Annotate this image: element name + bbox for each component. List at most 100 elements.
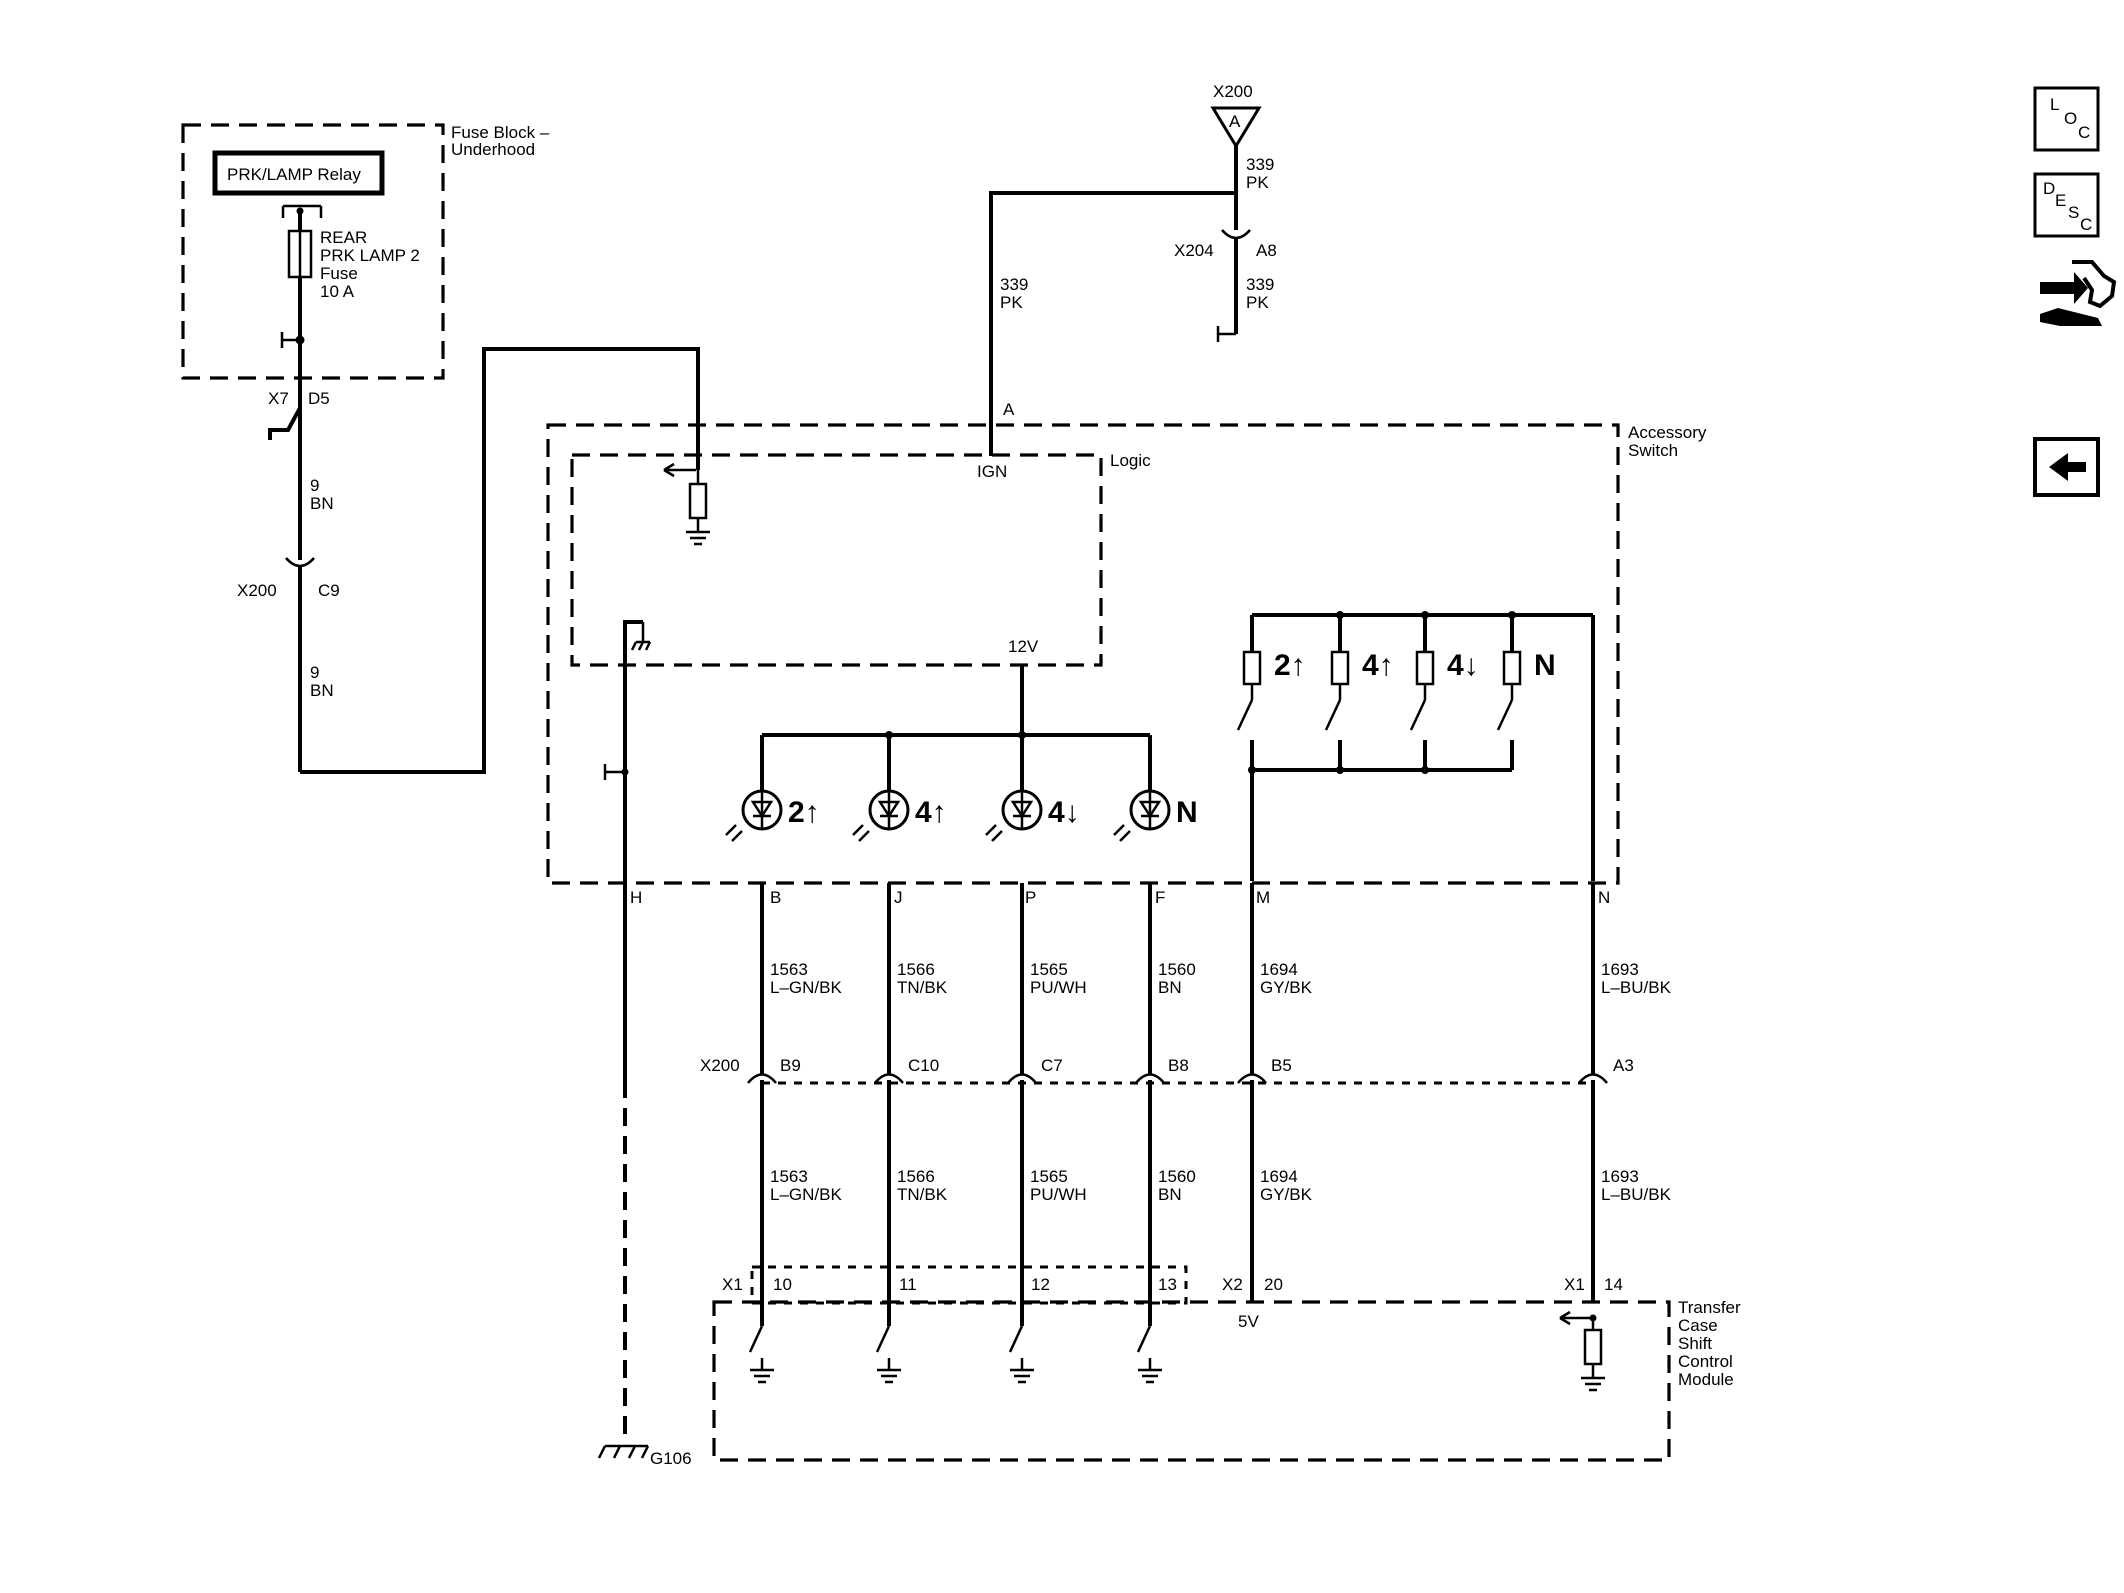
pin-label: J [894, 888, 903, 907]
fuse-label-3: Fuse [320, 264, 358, 283]
wire-number: 1563 [770, 960, 808, 979]
transfer-case-module: Transfer Case Shift Control Module 5V X1… [712, 1265, 1741, 1462]
loc-l: L [2050, 95, 2059, 114]
w339a-num: 339 [1246, 155, 1274, 174]
module-title-4: Control [1678, 1352, 1733, 1371]
wire-color: PU/WH [1030, 1185, 1087, 1204]
mode-switch: 4↓ [1409, 649, 1479, 774]
module-title-3: Shift [1678, 1334, 1712, 1353]
connector-tool-icon[interactable] [2040, 260, 2117, 326]
wire-color: BN [1158, 1185, 1182, 1204]
wire-color: GY/BK [1260, 978, 1313, 997]
wire-color: GY/BK [1260, 1185, 1313, 1204]
wire-number: 1563 [770, 1167, 808, 1186]
fuse-block: Fuse Block – Underhood PRK/LAMP Relay RE… [181, 123, 550, 380]
fuse-label-2: PRK LAMP 2 [320, 246, 420, 265]
pin-label: M [1256, 888, 1270, 907]
wire-color: BN [1158, 978, 1182, 997]
mode-switch: 4↑ [1324, 649, 1394, 774]
module-title-1: Transfer [1678, 1298, 1741, 1317]
module-input-switch [1008, 1302, 1034, 1384]
w9a-num: 9 [310, 476, 319, 495]
lamp-label: 2↑ [788, 796, 820, 829]
relay-label: PRK/LAMP Relay [227, 165, 361, 184]
back-button[interactable] [2033, 437, 2100, 497]
switch-label: 4↑ [1362, 649, 1394, 682]
description-button[interactable]: D E S C [2033, 172, 2100, 238]
a-top-pin: A [1229, 112, 1241, 131]
w339c-col: PK [1246, 293, 1269, 312]
module-title-5: Module [1678, 1370, 1734, 1389]
module-input-switch [1136, 1302, 1162, 1384]
x204-label: X204 [1174, 241, 1214, 260]
x1a-label: X1 [722, 1275, 743, 1294]
wire-number: 1693 [1601, 960, 1639, 979]
x200-terminal [747, 1073, 777, 1084]
b9-label: B9 [780, 1056, 801, 1075]
location-button[interactable]: L O C [2033, 86, 2100, 152]
indicator-lamp: 4↑ [852, 789, 947, 842]
x200-terminal [1578, 1073, 1608, 1084]
a8-label: A8 [1256, 241, 1277, 260]
arrow-left-icon [2049, 453, 2086, 481]
accessory-switch-title-1: Accessory [1628, 423, 1707, 442]
wire-color: TN/BK [897, 978, 948, 997]
relay-box [212, 150, 385, 196]
logic-label: Logic [1110, 451, 1151, 470]
pin-label: N [1598, 888, 1610, 907]
x1b-label: X1 [1564, 1275, 1585, 1294]
b8-label: B8 [1168, 1056, 1189, 1075]
fuse-label-4: 10 A [320, 282, 355, 301]
accessory-switch: Accessory Switch Logic IGN 12V 2↑4↑4↓N 2… [546, 423, 1707, 885]
inline-connector-a [1210, 106, 1262, 149]
pin10: 10 [773, 1275, 792, 1294]
w339a-col: PK [1246, 173, 1269, 192]
wire-color: L–BU/BK [1601, 1185, 1672, 1204]
switch-label: 2↑ [1274, 649, 1306, 682]
desc-s: S [2068, 203, 2079, 222]
d5-label: D5 [308, 389, 330, 408]
x200-top-label: X200 [1213, 82, 1253, 101]
description-button-frame [2033, 172, 2100, 238]
location-button-frame [2033, 86, 2100, 152]
indicator-lamp: 2↑ [725, 789, 820, 842]
wire-number: 1566 [897, 1167, 935, 1186]
wire-number: 1694 [1260, 960, 1298, 979]
wire-number: 1693 [1601, 1167, 1639, 1186]
logic-box [570, 453, 1103, 667]
wire-color: TN/BK [897, 1185, 948, 1204]
wire-number: 1566 [897, 960, 935, 979]
x200-terminal [1135, 1073, 1165, 1084]
w9a-col: BN [310, 494, 334, 513]
wire-color: PU/WH [1030, 978, 1087, 997]
fuse-block-title-2: Underhood [451, 140, 535, 159]
loc-c: C [2078, 123, 2090, 142]
mode-switch: 2↑ [1236, 649, 1306, 770]
indicator-lamp: 4↓ [985, 789, 1080, 842]
desc-e: E [2055, 191, 2066, 210]
b5-label: B5 [1271, 1056, 1292, 1075]
pin11: 11 [899, 1275, 917, 1294]
v5-label: 5V [1238, 1312, 1259, 1331]
desc-c: C [2080, 215, 2092, 234]
fuse-label-1: REAR [320, 228, 367, 247]
mode-switch: N [1496, 649, 1556, 770]
desc-d: D [2043, 179, 2055, 198]
w339b-col: PK [1000, 293, 1023, 312]
wire-number: 1694 [1260, 1167, 1298, 1186]
c10-label: C10 [908, 1056, 939, 1075]
pin12: 12 [1031, 1275, 1050, 1294]
pin-label: F [1155, 888, 1165, 907]
switch-label: N [1534, 649, 1556, 682]
x200-terminal [1237, 1073, 1267, 1084]
a3-label: A3 [1613, 1056, 1634, 1075]
w339b-num: 339 [1000, 275, 1028, 294]
x200-row-label: X200 [700, 1056, 740, 1075]
w9b-col: BN [310, 681, 334, 700]
v12-label: 12V [1008, 637, 1039, 656]
lamp-label: N [1176, 796, 1198, 829]
ign-label: IGN [977, 462, 1007, 481]
pin-label: H [630, 888, 642, 907]
module-title-2: Case [1678, 1316, 1718, 1335]
